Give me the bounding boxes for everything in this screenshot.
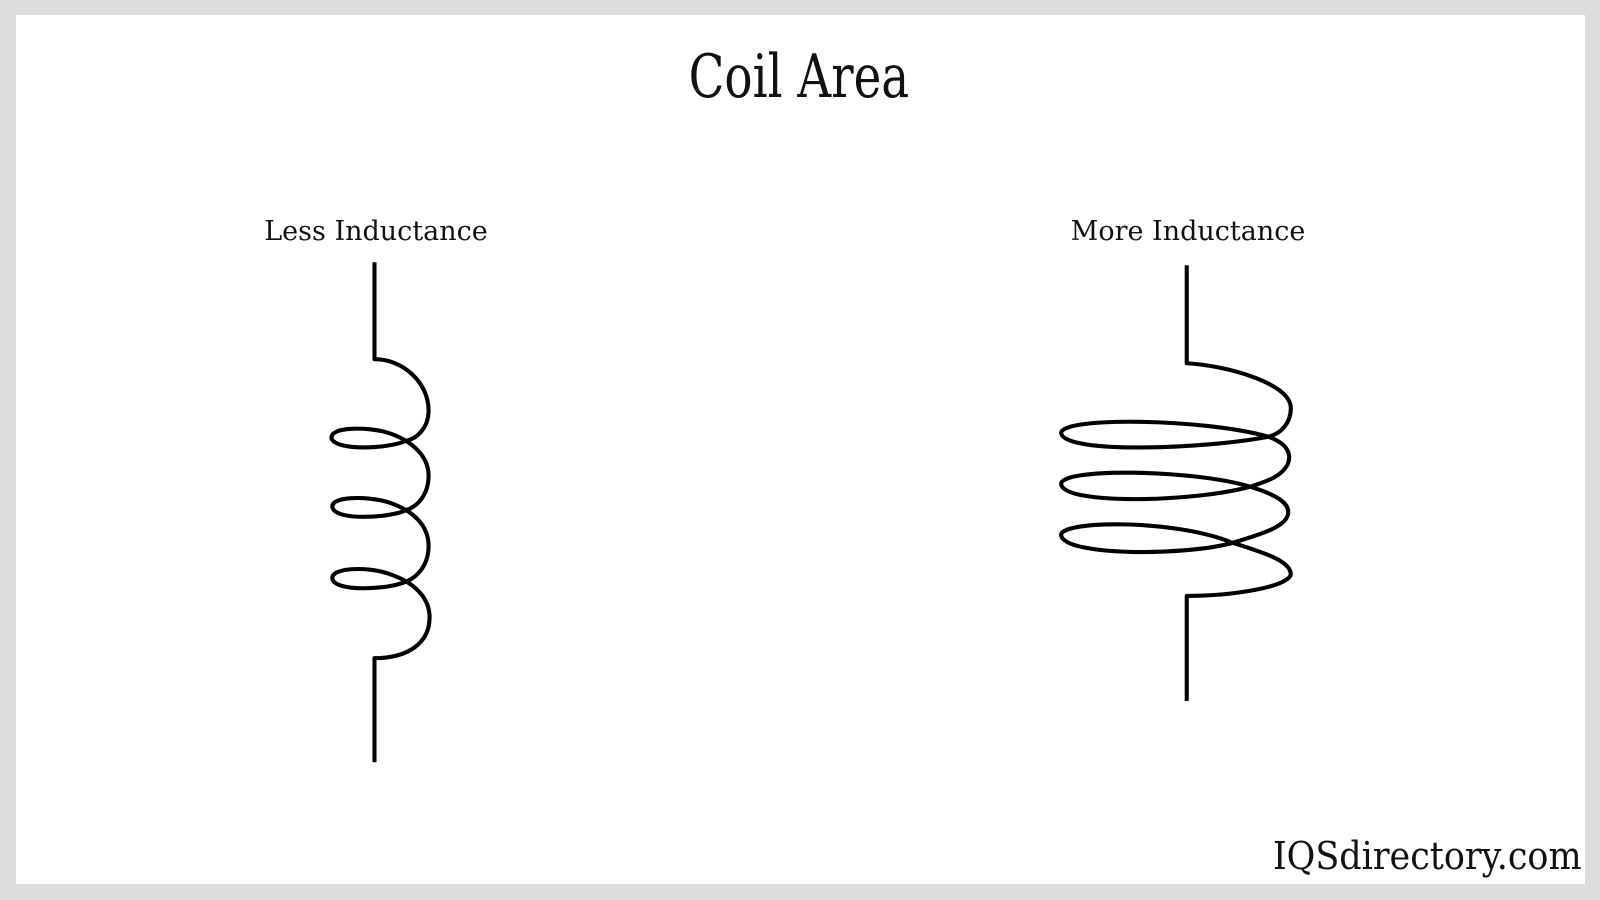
diagram-canvas xyxy=(16,15,1585,884)
diagram-title: Coil Area xyxy=(688,42,910,112)
right-coil-inductor xyxy=(1059,265,1293,702)
right-coil-label: More Inductance xyxy=(1070,216,1306,247)
watermark-logo: IQSdirectory.com xyxy=(1273,834,1582,878)
left-coil-inductor xyxy=(329,262,432,763)
left-coil-label: Less Inductance xyxy=(264,216,488,247)
